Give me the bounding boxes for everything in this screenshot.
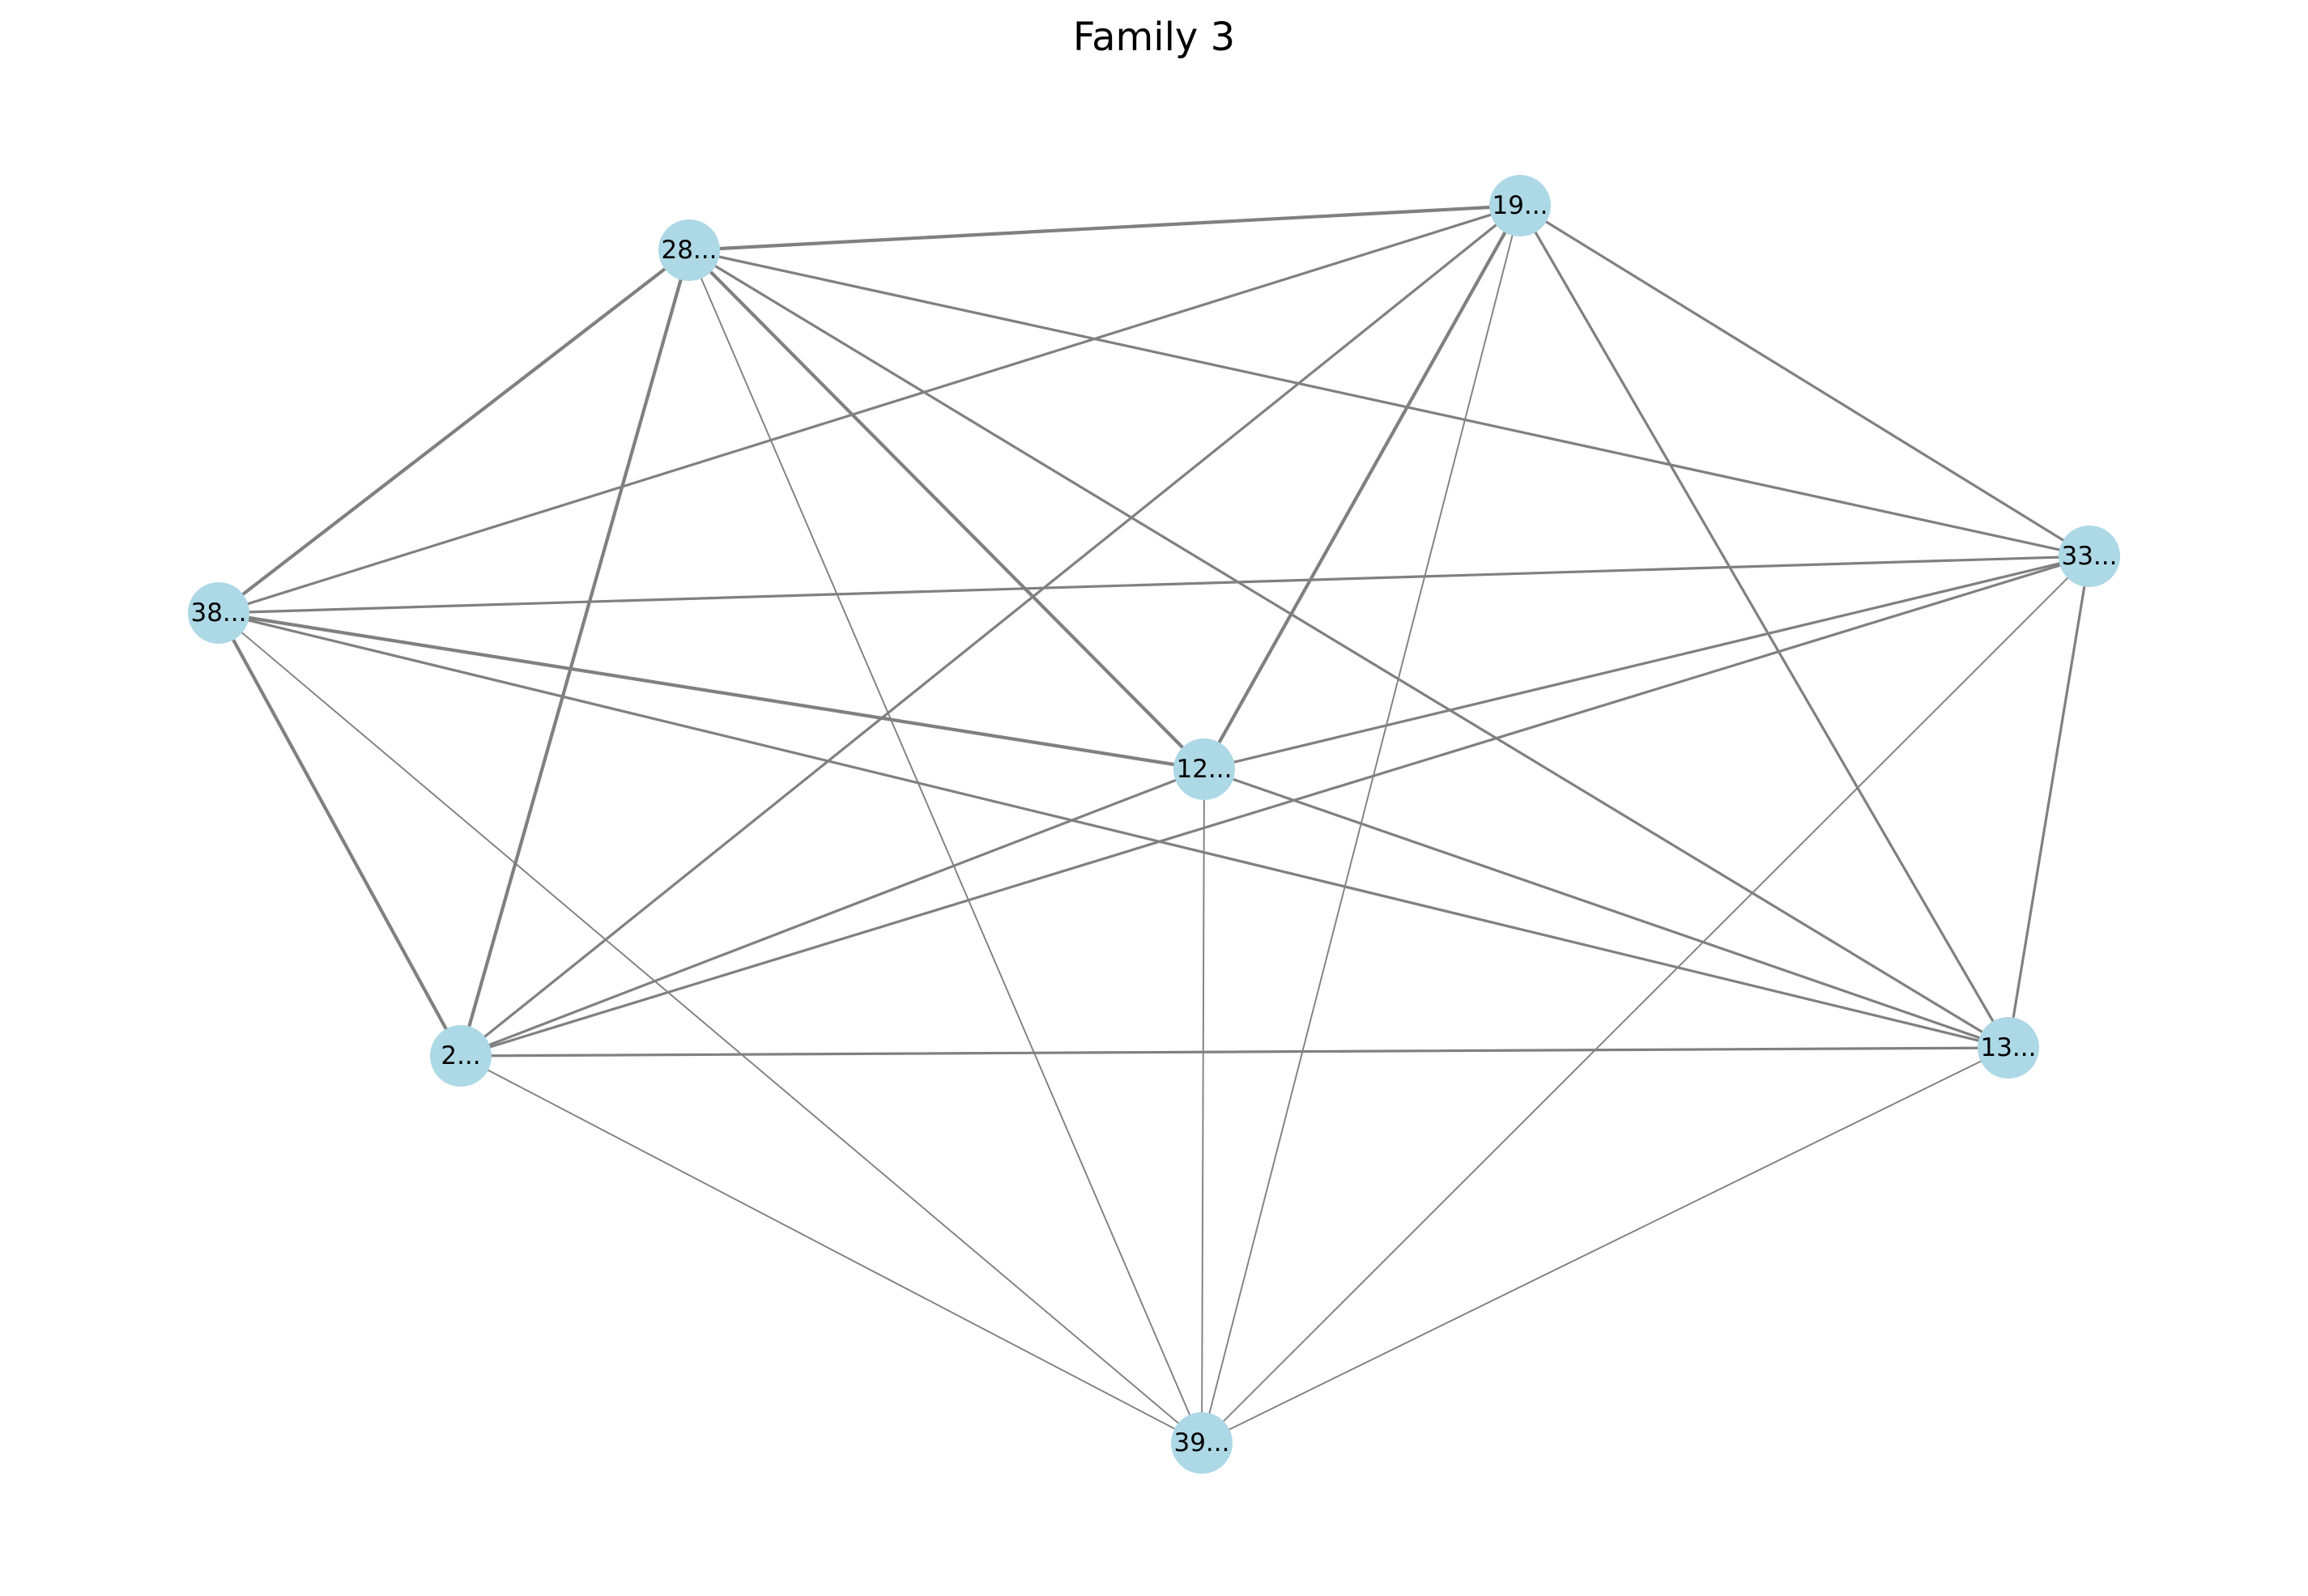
node-label: 12... <box>1176 755 1232 784</box>
edge-n38-n12 <box>216 611 1207 772</box>
node-label: 38... <box>190 598 246 628</box>
edge-n2-n39 <box>460 1055 1203 1444</box>
node-label: 39... <box>1173 1428 1229 1458</box>
node-n19: 19... <box>1489 175 1551 236</box>
node-n2: 2... <box>430 1025 492 1087</box>
edge-n12-n2 <box>459 768 1206 1058</box>
edge-n28-n38 <box>216 248 692 615</box>
node-circle <box>1978 1017 2039 1079</box>
node-circle <box>658 219 720 281</box>
node-circle <box>188 582 249 644</box>
edge-n38-n39 <box>218 612 1203 1444</box>
node-label: 2... <box>441 1041 480 1070</box>
edge-n28-n2 <box>458 248 692 1058</box>
edge-n19-n13 <box>1518 204 2010 1049</box>
edge-n38-n2 <box>216 611 463 1058</box>
node-label: 13... <box>1980 1033 2036 1062</box>
edge-n28-n12 <box>687 248 1207 772</box>
edge-n19-n38 <box>217 204 1522 615</box>
node-label: 19... <box>1492 191 1548 220</box>
node-n38: 38... <box>188 582 249 644</box>
edge-n19-n2 <box>459 204 1522 1058</box>
edge-n28-n33 <box>688 249 2091 558</box>
edge-n2-n13 <box>459 1046 2010 1058</box>
node-circle <box>1489 175 1551 236</box>
node-layer: 28... 19... 38... 33... 12... 2... 13... 39... <box>188 175 2120 1474</box>
node-label: 33... <box>2061 542 2117 571</box>
node-n13: 13... <box>1978 1017 2039 1079</box>
edge-n13-n39 <box>1201 1047 2009 1444</box>
edge-n33-n2 <box>459 555 2091 1058</box>
node-circle <box>2059 526 2120 587</box>
node-circle <box>430 1025 492 1087</box>
node-circle <box>1171 1412 1233 1474</box>
edge-n19-n33 <box>1518 204 2091 558</box>
edge-n28-n39 <box>688 249 1203 1444</box>
edge-n12-n13 <box>1203 768 2010 1049</box>
edge-n38-n33 <box>217 555 2091 615</box>
node-n39: 39... <box>1171 1412 1233 1474</box>
edge-n28-n19 <box>687 203 1522 253</box>
edge-n33-n39 <box>1201 555 2090 1444</box>
node-n12: 12... <box>1173 738 1235 800</box>
edge-n28-n13 <box>688 249 2010 1049</box>
edge-n33-n13 <box>2007 555 2091 1049</box>
edge-n12-n39 <box>1201 768 1205 1444</box>
edge-n33-n12 <box>1203 555 2091 771</box>
edge-n38-n13 <box>217 611 2010 1049</box>
node-n28: 28... <box>658 219 720 281</box>
node-n33: 33... <box>2059 526 2120 587</box>
edge-n19-n12 <box>1202 203 1522 772</box>
node-label: 28... <box>661 236 717 265</box>
figure-title: Family 3 <box>1072 15 1236 60</box>
node-circle <box>1173 738 1235 800</box>
edge-layer <box>216 203 2091 1444</box>
